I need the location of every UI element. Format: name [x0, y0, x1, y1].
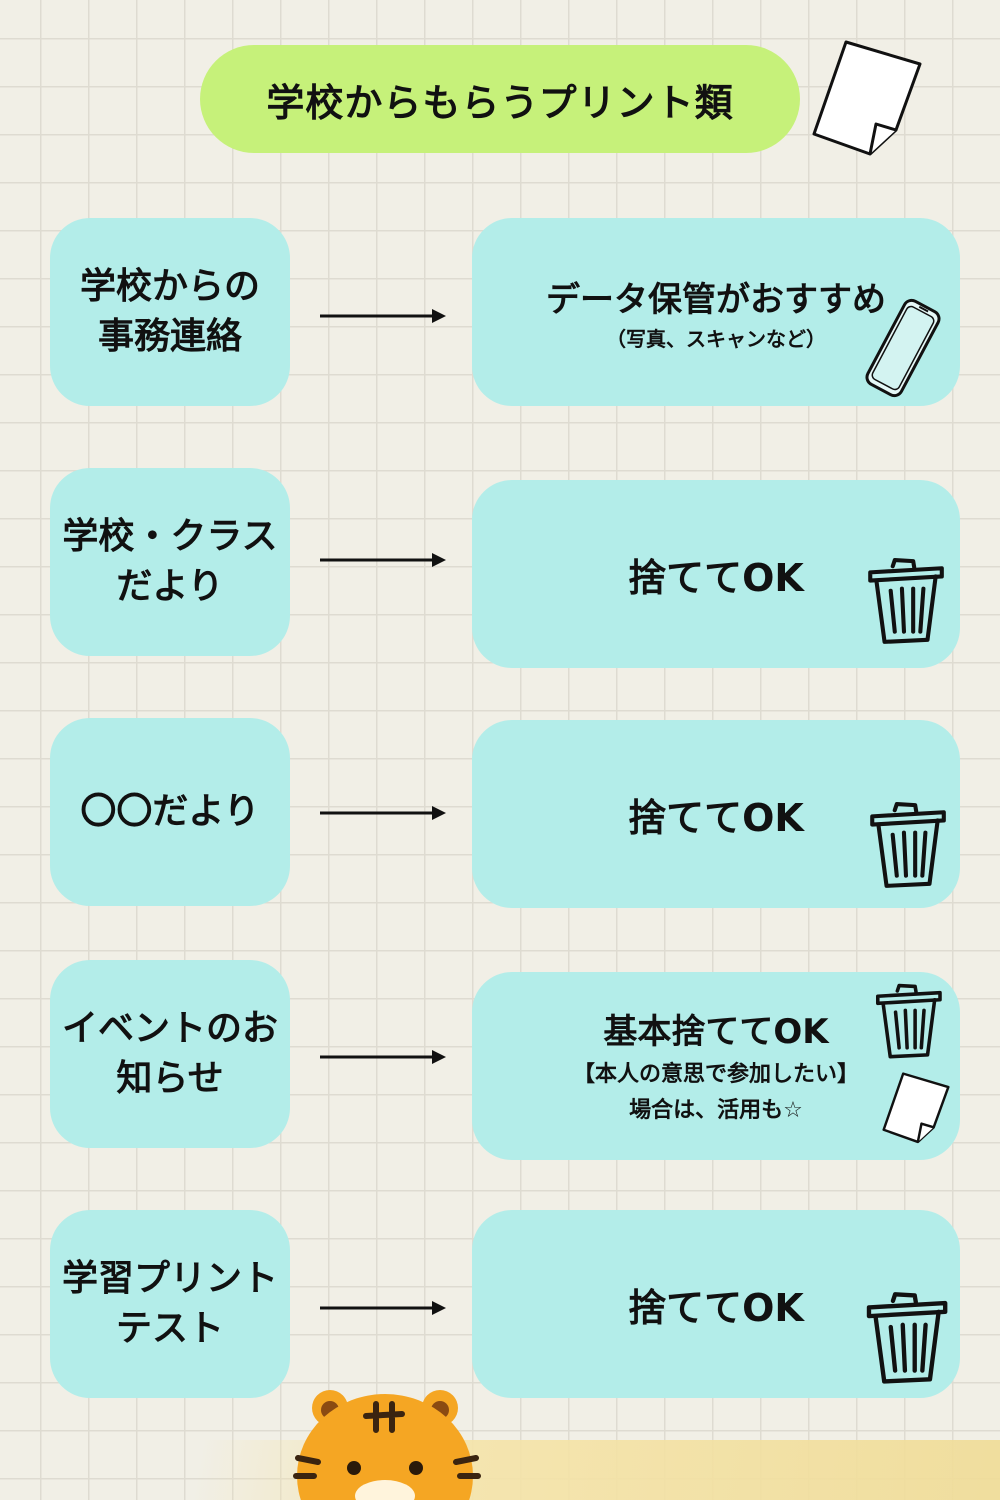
- action-card-discard: 捨ててOK: [472, 1210, 960, 1398]
- trash-can-icon: [862, 1290, 950, 1388]
- action-card-store-data: データ保管がおすすめ （写真、スキャンなど）: [472, 218, 960, 406]
- category-card-event-notice: イベントのお 知らせ: [50, 960, 290, 1148]
- action-line: 場合は、活用も☆: [629, 1097, 803, 1123]
- category-card-study-prints: 学習プリント テスト: [50, 1210, 290, 1398]
- page-title: 学校からもらうプリント類: [200, 45, 800, 153]
- category-card-class-newsletter: 学校・クラス だより: [50, 468, 290, 656]
- smartphone-icon: [865, 298, 941, 398]
- arrow-icon: [318, 1047, 448, 1067]
- paper-sheet-icon: [812, 40, 922, 156]
- action-main: 捨ててOK: [628, 1285, 804, 1330]
- trash-can-icon: [866, 800, 948, 892]
- trash-can-icon: [872, 982, 944, 1062]
- tiger-mascot-icon: [293, 1390, 481, 1500]
- action-card-discard: 捨ててOK: [472, 480, 960, 668]
- action-line: 【本人の意思で参加したい】: [572, 1062, 859, 1088]
- category-line: 学習プリント: [61, 1257, 278, 1299]
- action-sub: （写真、スキャンなど）: [606, 327, 826, 351]
- action-main: 捨ててOK: [628, 555, 804, 600]
- category-line: 知らせ: [116, 1058, 224, 1099]
- category-line: 〇〇だより: [80, 790, 260, 832]
- action-main: データ保管がおすすめ: [546, 280, 886, 320]
- category-card-other-newsletter: 〇〇だより: [50, 718, 290, 906]
- category-line: 事務連絡: [97, 316, 242, 357]
- category-line: 学校からの: [79, 265, 260, 307]
- arrow-icon: [318, 306, 448, 326]
- category-line: 学校・クラス: [62, 515, 278, 557]
- paper-sheet-icon: [882, 1072, 950, 1144]
- trash-can-icon: [864, 556, 946, 648]
- category-line: だより: [116, 566, 224, 607]
- arrow-icon: [318, 550, 448, 570]
- category-card-office-notice: 学校からの 事務連絡: [50, 218, 290, 406]
- category-line: テスト: [115, 1308, 224, 1349]
- arrow-icon: [318, 1298, 448, 1318]
- action-main: 捨ててOK: [628, 795, 804, 840]
- action-main: 基本捨ててOK: [603, 1012, 829, 1053]
- category-line: イベントのお: [61, 1007, 278, 1049]
- arrow-icon: [318, 803, 448, 823]
- ground-wash: [0, 1440, 1000, 1500]
